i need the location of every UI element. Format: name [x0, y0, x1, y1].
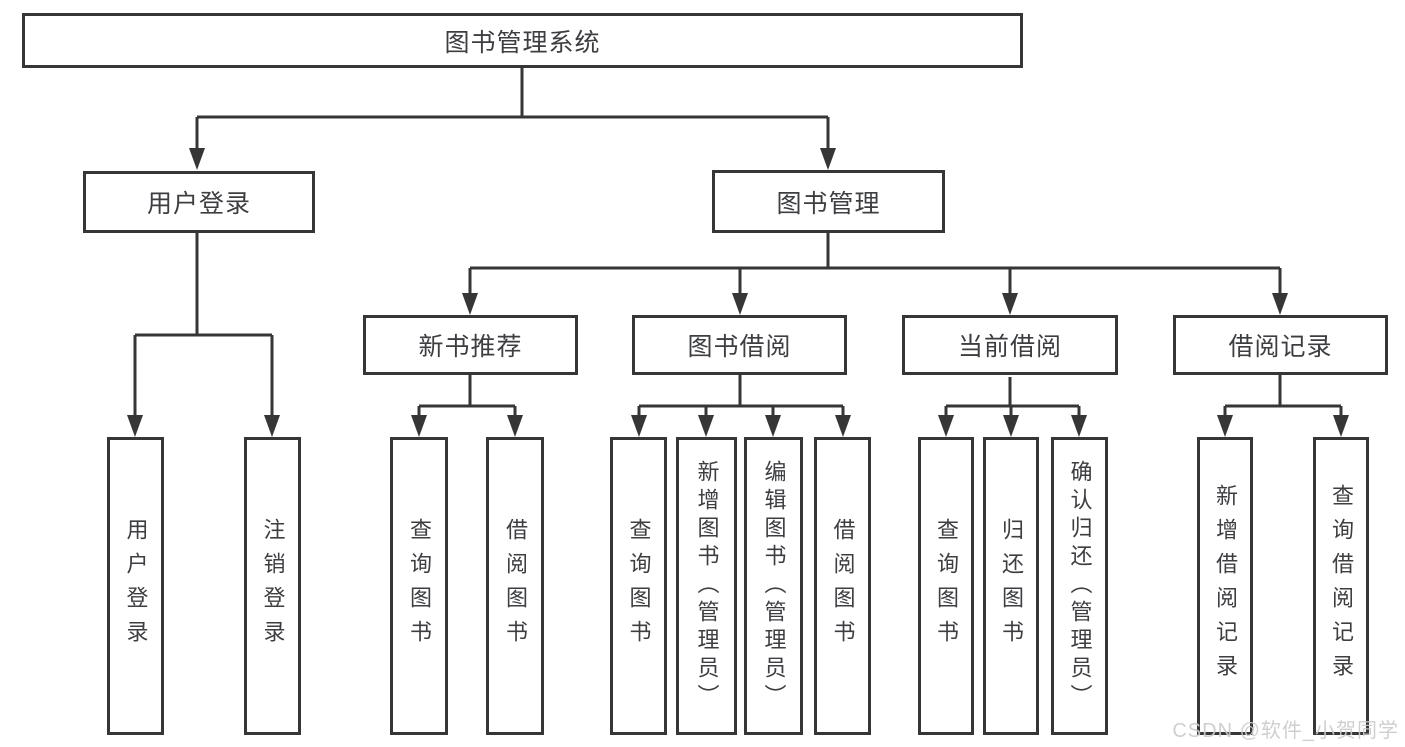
leaf-user-login: 用户登录 — [107, 437, 164, 735]
arrowheads — [127, 148, 1349, 437]
node-new-book-recommend: 新书推荐 — [363, 315, 578, 375]
node-borrow-records: 借阅记录 — [1173, 315, 1388, 375]
leaf-label: 查询图书 — [407, 518, 432, 654]
leaf-borrow-books: 借阅图书 — [486, 437, 544, 735]
node-label: 用户登录 — [146, 190, 251, 218]
node-system-root: 图书管理系统 — [22, 13, 1023, 68]
leaf-label: 归还图书 — [999, 518, 1024, 654]
leaf-label: 新增图书（管理员） — [694, 460, 720, 712]
leaf-logout: 注销登录 — [244, 437, 301, 735]
leaf-label: 查询图书 — [626, 518, 652, 654]
leaf-label: 借阅图书 — [830, 518, 856, 654]
leaf-return-books: 归还图书 — [983, 437, 1039, 735]
leaf-label: 借阅图书 — [503, 518, 528, 654]
leaf-label: 注销登录 — [260, 518, 286, 654]
node-user-login: 用户登录 — [83, 171, 315, 233]
leaf-label: 查询借阅记录 — [1329, 484, 1354, 688]
node-label: 图书管理系统 — [444, 28, 601, 57]
leaf-query-books: 查询图书 — [390, 437, 448, 735]
leaf-query-books: 查询图书 — [610, 437, 667, 735]
leaf-label: 新增借阅记录 — [1213, 484, 1238, 688]
node-book-borrow: 图书借阅 — [632, 315, 847, 375]
leaf-borrow-books: 借阅图书 — [814, 437, 871, 735]
node-current-borrow: 当前借阅 — [902, 315, 1118, 375]
node-label: 图书借阅 — [687, 333, 792, 361]
leaf-label: 确认归还（管理员） — [1067, 460, 1093, 712]
leaf-add-borrow-record: 新增借阅记录 — [1197, 437, 1253, 735]
node-book-management: 图书管理 — [712, 170, 945, 233]
node-label: 图书管理 — [776, 189, 881, 218]
leaf-add-book-admin: 新增图书（管理员） — [676, 437, 737, 735]
leaf-confirm-return-admin: 确认归还（管理员） — [1051, 437, 1108, 735]
leaf-label: 用户登录 — [123, 518, 149, 654]
leaf-label: 编辑图书（管理员） — [761, 460, 787, 712]
leaf-label: 查询图书 — [934, 518, 959, 654]
leaf-edit-book-admin: 编辑图书（管理员） — [744, 437, 803, 735]
node-label: 当前借阅 — [957, 333, 1062, 361]
node-label: 借阅记录 — [1228, 333, 1333, 361]
leaf-query-borrow-record: 查询借阅记录 — [1313, 437, 1369, 735]
node-label: 新书推荐 — [418, 333, 523, 361]
leaf-query-books: 查询图书 — [918, 437, 974, 735]
csdn-watermark: CSDN @软件_小贺同学 — [1172, 720, 1399, 742]
